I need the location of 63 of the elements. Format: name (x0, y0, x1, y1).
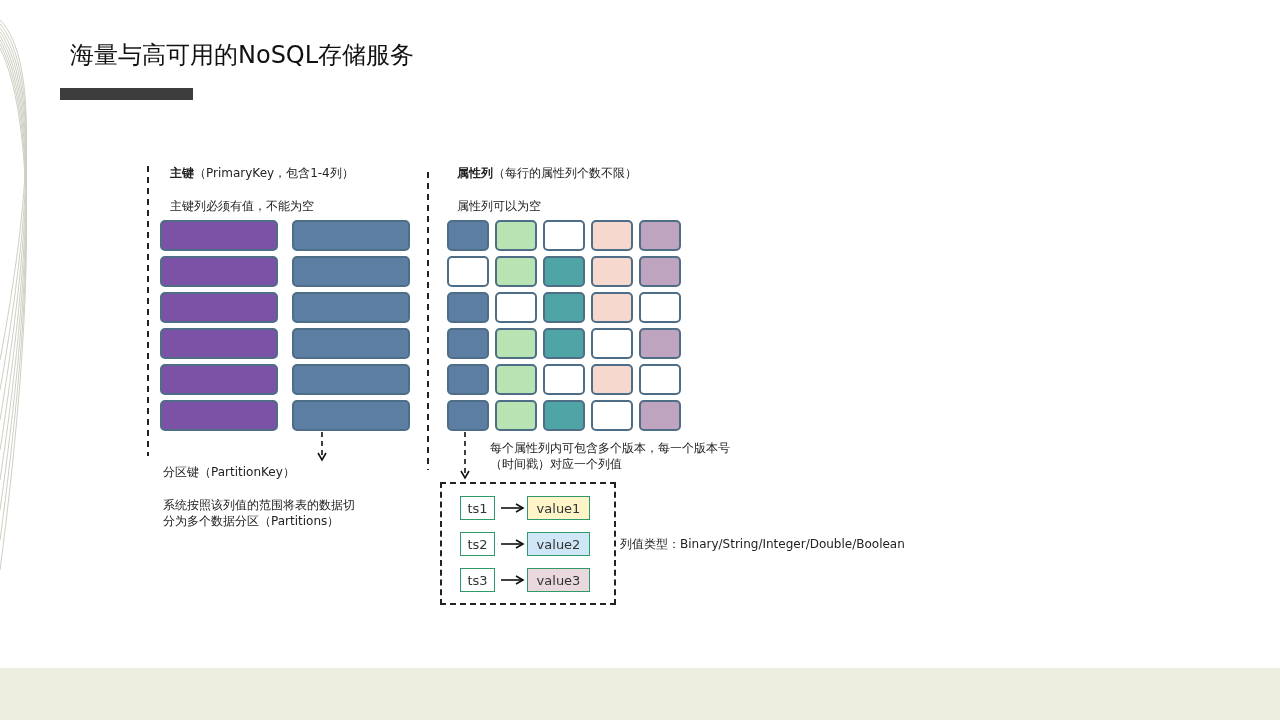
key-cell (160, 256, 278, 287)
attribute-cell (447, 328, 489, 359)
note-text: 主键列必须有值，不能为空 (170, 198, 315, 214)
attribute-cell (591, 364, 633, 395)
note-text: 列值类型：Binary/String/Integer/Double/Boolean (620, 536, 906, 552)
value-box: value1 (527, 496, 590, 520)
key-cell (160, 328, 278, 359)
slide-title: 海量与高可用的NoSQL存储服务 (70, 40, 415, 70)
key-cell (292, 328, 410, 359)
section-heading: 属性列（每行的属性列个数不限） (457, 165, 638, 181)
key-cell (160, 220, 278, 251)
attribute-cell (543, 292, 585, 323)
partition-key-label: 分区键（PartitionKey） (163, 464, 363, 480)
attribute-cell (591, 256, 633, 287)
attribute-cell (447, 400, 489, 431)
attribute-cell (591, 220, 633, 251)
timestamp-box: ts1 (460, 496, 495, 520)
value-box: value3 (527, 568, 590, 592)
timestamp-box: ts3 (460, 568, 495, 592)
attribute-cell (543, 328, 585, 359)
key-cell (292, 256, 410, 287)
attribute-cell (591, 292, 633, 323)
attribute-cell (447, 292, 489, 323)
attribute-cell (543, 220, 585, 251)
attribute-cell (495, 220, 537, 251)
arrow (317, 431, 327, 461)
attribute-cell (639, 400, 681, 431)
key-cell (160, 292, 278, 323)
attribute-cell (543, 256, 585, 287)
value-box: value2 (527, 532, 590, 556)
key-cell (292, 400, 410, 431)
key-cell (160, 400, 278, 431)
attribute-cell (495, 256, 537, 287)
attribute-cell (639, 256, 681, 287)
attribute-cell (447, 364, 489, 395)
attribute-cell (495, 400, 537, 431)
attribute-cell (591, 328, 633, 359)
timestamp-box: ts2 (460, 532, 495, 556)
arrow (500, 539, 524, 549)
note-text: 系统按照该列值的范围将表的数据切分为多个数据分区（Partitions） (163, 497, 356, 529)
version-group-box (440, 482, 616, 605)
arrow (500, 503, 524, 513)
key-cell (292, 292, 410, 323)
attribute-cell (543, 364, 585, 395)
note-text: 每个属性列内可包含多个版本，每一个版本号（时间戳）对应一个列值 (490, 440, 731, 472)
attribute-cell (543, 400, 585, 431)
arrow (500, 575, 524, 585)
key-cell (160, 364, 278, 395)
attribute-cell (639, 328, 681, 359)
attribute-cell (447, 220, 489, 251)
attribute-cell (495, 292, 537, 323)
arrow (460, 431, 470, 479)
attribute-cell (639, 292, 681, 323)
attribute-cell (447, 256, 489, 287)
key-cell (292, 364, 410, 395)
attribute-cell (639, 220, 681, 251)
attribute-cell (591, 400, 633, 431)
attribute-cell (495, 364, 537, 395)
section-heading: 主键（PrimaryKey，包含1-4列） (170, 165, 355, 181)
key-cell (292, 220, 410, 251)
attribute-cell (495, 328, 537, 359)
attribute-cell (639, 364, 681, 395)
note-text: 属性列可以为空 (457, 198, 542, 214)
